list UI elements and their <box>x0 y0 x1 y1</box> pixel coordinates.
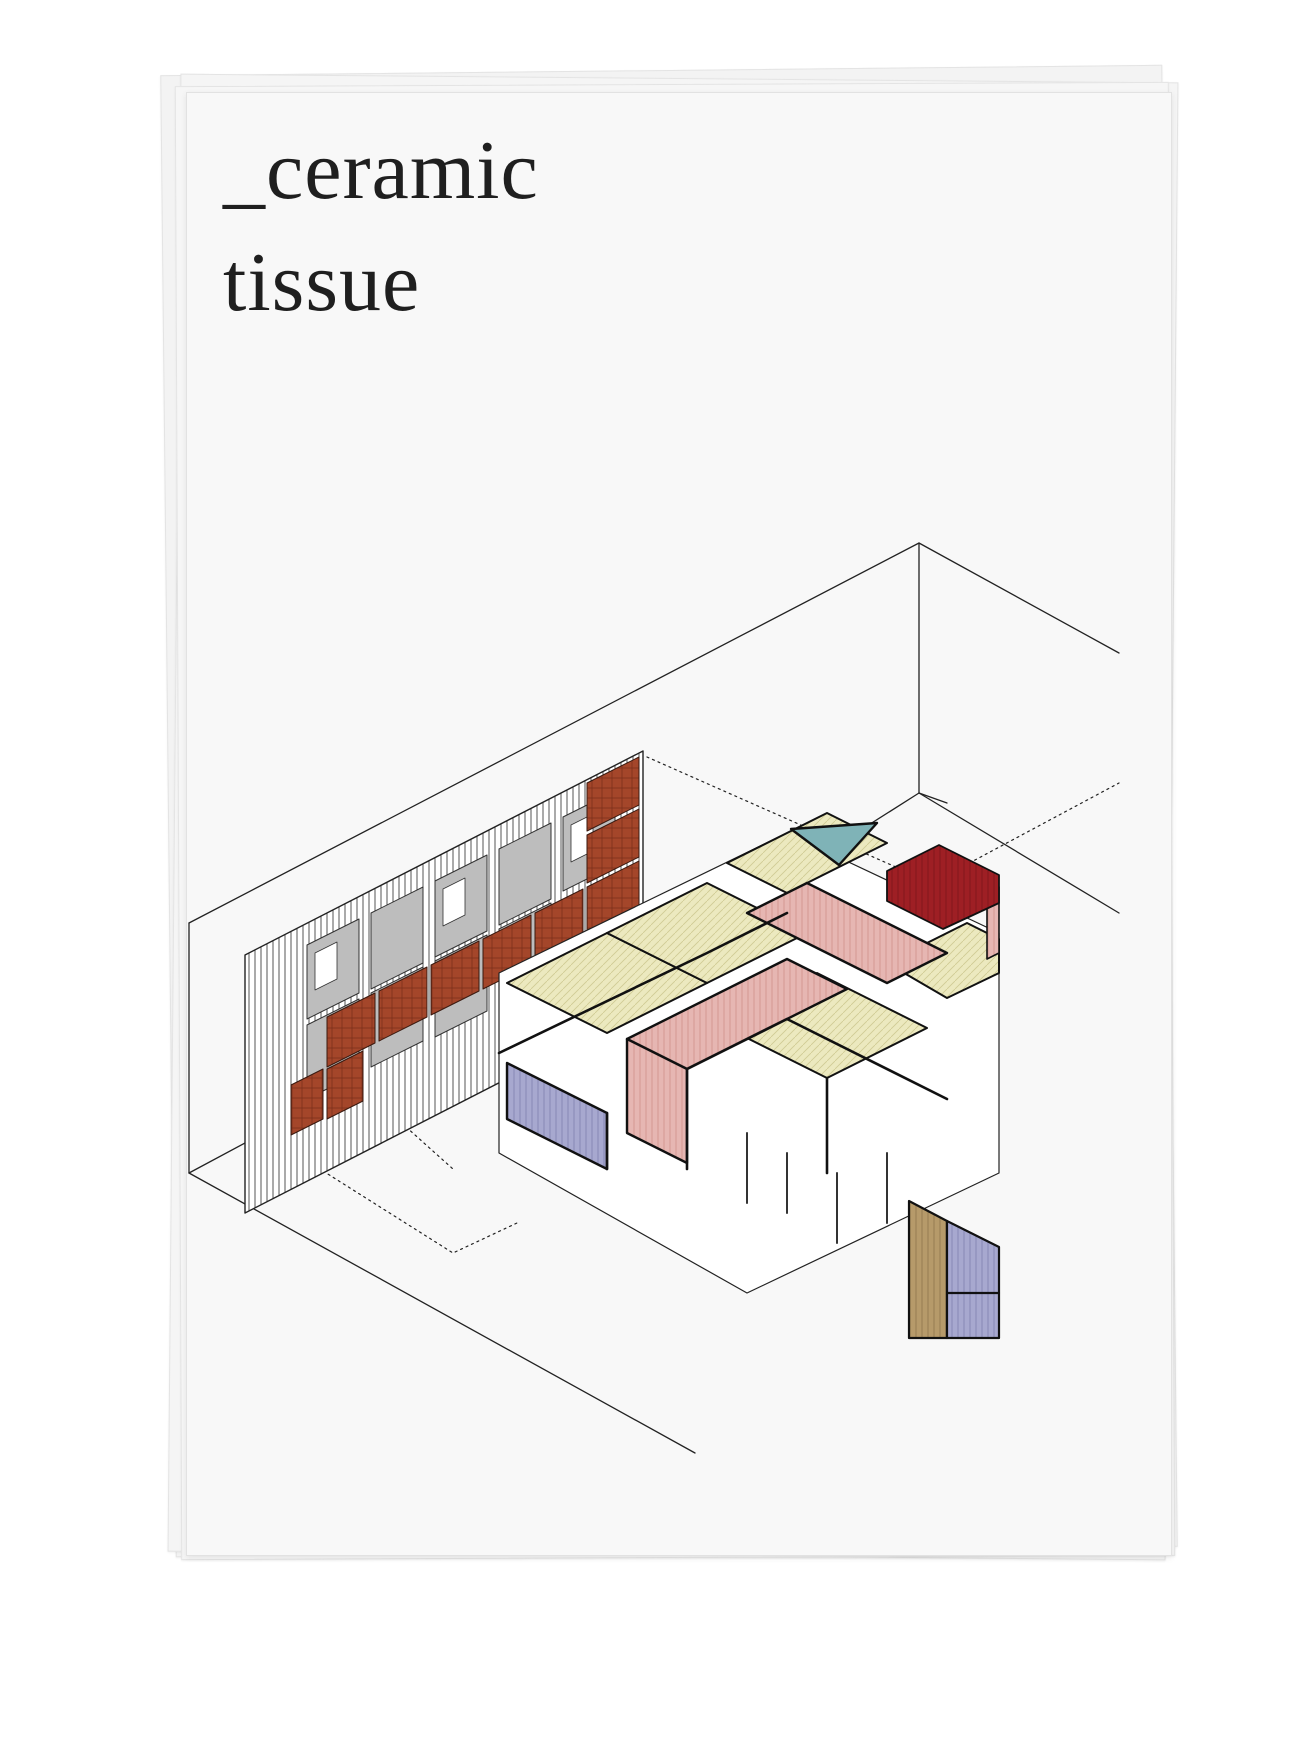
cover-title-line-2: tissue <box>223 236 421 329</box>
cover-sheet: _ceramic tissue <box>186 92 1172 1556</box>
axonometric-building-drawing-icon <box>188 542 1120 1454</box>
cover-title-line-1: _ceramic <box>223 124 539 217</box>
building-section <box>497 812 1001 1340</box>
cover-title: _ceramic tissue <box>223 115 539 339</box>
